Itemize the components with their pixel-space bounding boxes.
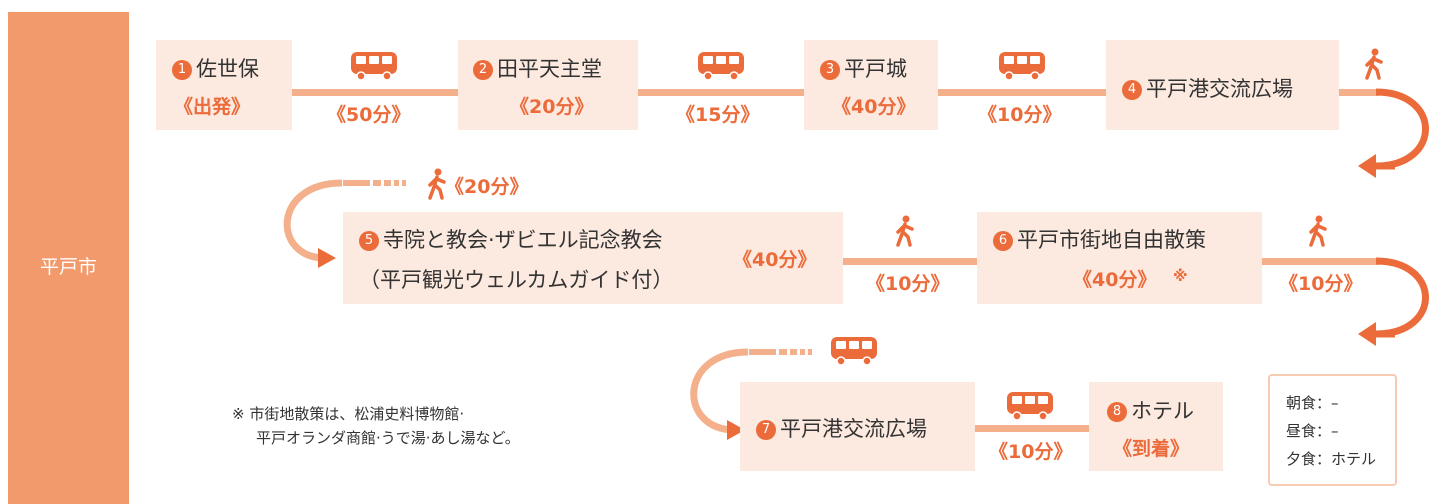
- connector-6-curve: [1262, 258, 1379, 265]
- stop-1-number: 1: [172, 60, 192, 80]
- transfer-1-time: 《50分》: [327, 104, 411, 126]
- stop-8-time: 《到着》: [1113, 438, 1190, 460]
- stop-2-time: 《20分》: [510, 96, 594, 118]
- bus-icon: [831, 337, 877, 366]
- footnote-line-1: ※ 市街地散策は、松浦史料博物館·: [232, 405, 465, 423]
- walk-icon: [1309, 215, 1327, 247]
- stop-5-time: 《40分》: [733, 249, 817, 271]
- walk-icon: [896, 215, 914, 247]
- footnote: ※ 市街地散策は、松浦史料博物館· 平戸オランダ商館·うで湯·あし湯など。: [232, 402, 520, 450]
- walk-icon: [428, 168, 446, 200]
- stop-6-time: 《40分》: [1073, 269, 1157, 291]
- stop-6-number: 6: [993, 231, 1013, 251]
- connector-7-8: [975, 425, 1089, 432]
- transfer-4-time: 《20分》: [445, 176, 529, 198]
- stop-4-number: 4: [1122, 80, 1142, 100]
- meal-breakfast: 朝食：–: [1286, 394, 1339, 412]
- connector-2-3: [638, 89, 804, 96]
- stop-6-note-mark: ※: [1173, 267, 1188, 285]
- transfer-3-time: 《10分》: [978, 104, 1062, 126]
- walk-icon: [1365, 48, 1383, 80]
- region-sidebar: 平戸市: [8, 12, 129, 504]
- transfer-8-time: 《10分》: [989, 441, 1073, 463]
- connector-1-2: [292, 89, 458, 96]
- bus-icon: [999, 52, 1045, 81]
- stop-5-subtitle: （平戸観光ウェルカムガイド付）: [359, 268, 674, 292]
- stop-3-time: 《40分》: [832, 96, 916, 118]
- stop-8-number: 8: [1107, 402, 1127, 422]
- transfer-2-time: 《15分》: [676, 104, 760, 126]
- transfer-6-time: 《10分》: [1279, 273, 1363, 295]
- connector-4-curve: [1339, 89, 1379, 96]
- bus-icon: [698, 52, 744, 81]
- footnote-line-2: 平戸オランダ商館·うで湯·あし湯など。: [256, 429, 520, 447]
- stop-2-number: 2: [473, 60, 493, 80]
- stop-3-number: 3: [820, 60, 840, 80]
- meal-dinner: 夕食：ホテル: [1286, 450, 1377, 468]
- bus-icon: [1007, 392, 1053, 421]
- connector-5-6: [843, 258, 977, 265]
- transfer-5-time: 《10分》: [866, 273, 950, 295]
- meal-lunch: 昼食：–: [1286, 422, 1339, 440]
- stop-7-number: 7: [756, 420, 776, 440]
- stop-5-number: 5: [359, 231, 379, 251]
- region-label: 平戸市: [39, 256, 97, 278]
- bus-icon: [351, 52, 397, 81]
- stop-1-time: 《出発》: [174, 96, 251, 118]
- connector-3-4: [938, 89, 1106, 96]
- meal-box: 朝食：– 昼食：– 夕食：ホテル: [1268, 374, 1397, 486]
